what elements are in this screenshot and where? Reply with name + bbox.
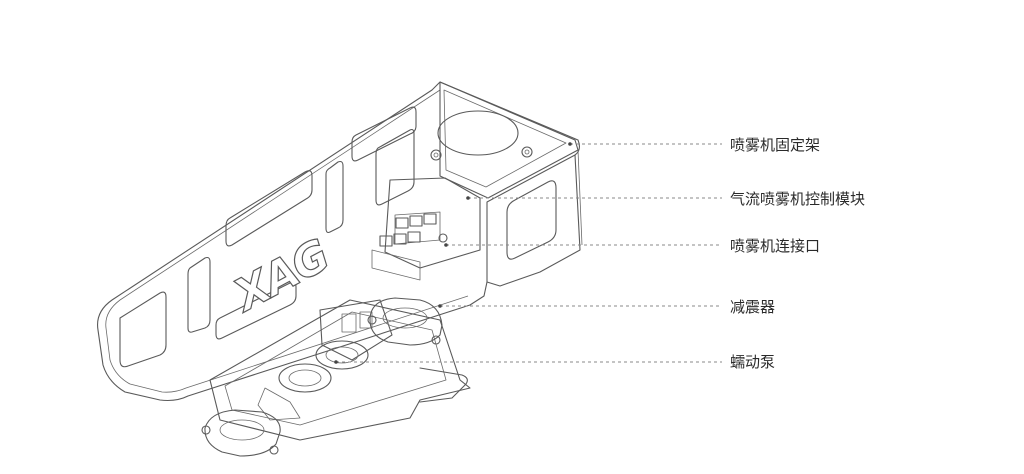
frame-cutouts: [119, 106, 417, 368]
callout-label-peristaltic-pump: 蠕动泵: [730, 353, 776, 371]
leader-dot-1: [466, 196, 470, 200]
leader-lines: [334, 142, 722, 364]
mount-frame: [97, 81, 583, 402]
callout-label-sprayer-bracket: 喷雾机固定架: [730, 136, 821, 154]
shock-absorber-right: [367, 297, 443, 346]
leader-dot-0: [568, 142, 572, 146]
callout-label-airflow-sprayer-control-module: 气流喷雾机控制模块: [730, 190, 866, 208]
leader-dot-2: [444, 243, 448, 247]
shock-absorber-left: [201, 409, 281, 457]
leader-dot-4: [334, 360, 338, 364]
control-module: [371, 177, 481, 281]
xag-logo: XAG: [223, 230, 337, 323]
leader-dot-3: [438, 304, 442, 308]
callout-label-sprayer-connector: 喷雾机连接口: [730, 237, 821, 255]
callout-label-shock-absorber: 减震器: [730, 298, 776, 316]
